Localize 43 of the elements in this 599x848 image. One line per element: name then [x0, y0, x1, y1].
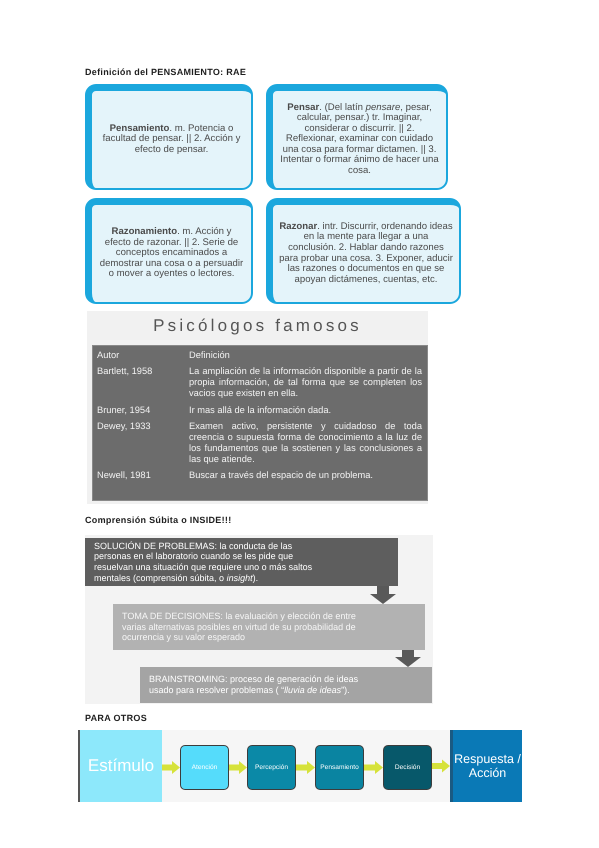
author-name: Dewey, 1933: [97, 420, 152, 433]
section-heading: PARA OTROS: [85, 713, 148, 724]
process-box: [247, 745, 296, 790]
definition-card: [85, 84, 253, 190]
process-box: [180, 745, 229, 790]
definition-text: Razonamiento. m. Acción y efecto de razonar. || 2. Serie de conceptos encaminados a demostrar una cosa o a persuadir o mover a oyentes o lectores.: [98, 227, 244, 280]
definition-card: [266, 84, 448, 190]
process-box: [315, 745, 364, 790]
arrow: [296, 761, 315, 774]
arrow: [162, 761, 180, 774]
definition-text: Buscar a través del espacio de un problema.: [189, 470, 374, 482]
concept-box: [113, 604, 425, 650]
step-label: Respuesta / Acción: [453, 752, 522, 780]
definition-text: Pensar. (Del latín pensare, pesar, calcular, pensar.) tr. Imaginar, considerar o discurrir. || 2. Reflexionar, examinar con cuidado una cosa para formar dictamen. || 3. Intentar o formar ánimo de hacer una cosa.: [279, 102, 440, 176]
definition-text: Razonar. intr. Discurrir, ordenando ideas en la mente para llegar a una conclusión. 2. Hablar dando razones para probar una cosa. 3. Exponer, aducir las razones o documentos en que se apoyan dictámenes, cuentas, etc.: [279, 222, 453, 286]
definition-card: [85, 198, 253, 304]
definition-card: [266, 198, 461, 304]
definition-text: Pensamiento. m. Potencia o facultad de pensar. || 2. Acción y efecto de pensar.: [102, 124, 242, 156]
process-box: [450, 730, 522, 802]
definition-text: La ampliación de la información disponible a partir de la propia información, de tal forma que se completen los vacios que existen en ella.: [189, 366, 422, 400]
arrow: [432, 760, 450, 772]
arrow: [364, 761, 383, 774]
process-box: [78, 730, 162, 802]
concept-text: BRAINSTROMING: proceso de generación de ideas usado para resolver problemas ( “lluvia de ideas”).: [149, 674, 360, 696]
arrow: [395, 650, 421, 667]
definition-text: Ir mas allá de la información dada.: [189, 404, 332, 416]
arrow: [370, 586, 396, 604]
concept-text: TOMA DE DECISIONES: la evaluación y elección de entre varias alternativas posibles en virtud de su probabilidad de ocurrencia y su valor esperado: [122, 611, 357, 643]
column-header: Autor: [97, 350, 120, 362]
author-name: Newell, 1981: [97, 470, 152, 482]
table-title: Psicólogos famosos: [152, 316, 363, 336]
author-name: Bruner, 1954: [97, 404, 152, 416]
concept-text: SOLUCIÓN DE PROBLEMAS: la conducta de las personas en el laboratorio cuando se les pide que resuelvan una situación que requiere uno o más saltos mentales (comprensión súbita, o insight).: [94, 540, 314, 584]
section-heading: Comprensión Súbita o INSIDE!!!: [85, 515, 232, 526]
concept-box: [140, 667, 432, 703]
arrow: [229, 761, 247, 774]
column-header: Definición: [189, 350, 231, 362]
definition-text: Examen activo, persistente y cuidadoso de toda creencia o supuesta forma de conocimiento a la luz de los fundamentos que la sostienen y las conclusiones a las que atiende.: [189, 420, 422, 466]
process-box: [383, 745, 432, 790]
step-label: Estímulo: [88, 756, 154, 776]
author-name: Bartlett, 1958: [97, 366, 154, 378]
concept-box: [85, 538, 398, 586]
section-heading: Definición del PENSAMIENTO: RAE: [85, 67, 246, 78]
